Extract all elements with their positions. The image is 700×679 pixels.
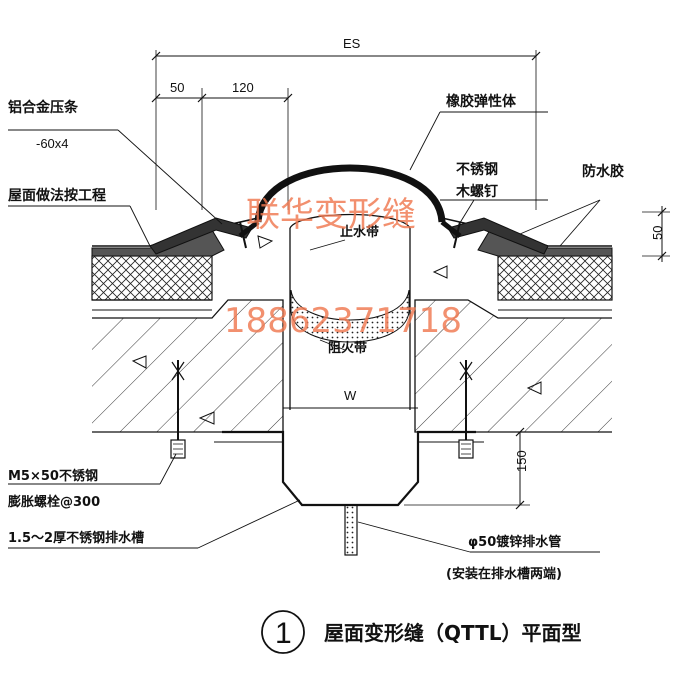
dimension-es: ES bbox=[343, 36, 361, 51]
concrete-symbols bbox=[131, 235, 542, 425]
dimension-50-top: 50 bbox=[170, 80, 184, 95]
label-drain-pipe: φ50镀锌排水管 bbox=[468, 534, 561, 550]
dimension-120: 120 bbox=[232, 80, 254, 95]
rubber-elastomer bbox=[238, 164, 462, 238]
label-wood-screw: 木螺钉 bbox=[455, 183, 498, 200]
expansion-bolt-right bbox=[458, 360, 474, 459]
aluminum-pressing-strip-right bbox=[447, 217, 549, 255]
fire-barrier-belt bbox=[290, 289, 410, 343]
drawing-title: 1 屋面变形缝（QTTL）平面型 bbox=[261, 610, 582, 654]
title-number: 1 bbox=[275, 617, 292, 650]
expansion-bolt-left bbox=[170, 360, 186, 459]
right-insulation-layer bbox=[497, 255, 613, 311]
title-text: 屋面变形缝（QTTL）平面型 bbox=[324, 621, 582, 645]
watermark-phone: 18862371718 bbox=[224, 301, 462, 341]
dimension-w: W bbox=[344, 388, 357, 403]
label-waterstop-belt: 止水带 bbox=[340, 224, 379, 240]
label-roof-method: 屋面做法按工程 bbox=[8, 187, 106, 204]
leader-lines bbox=[8, 111, 601, 553]
label-rubber-elastomer: 橡胶弹性体 bbox=[446, 93, 517, 110]
left-insulation-layer bbox=[91, 255, 213, 311]
label-stainless-steel: 不锈钢 bbox=[456, 161, 498, 178]
label-drain-trough: 1.5～2厚不锈钢排水槽 bbox=[8, 530, 144, 546]
watermark-company: 联华变形缝 bbox=[246, 195, 416, 235]
label-waterproof-glue: 防水胶 bbox=[582, 163, 624, 180]
dimension-150: 150 bbox=[514, 450, 529, 472]
label-drain-pipe-note: (安装在排水槽两端) bbox=[446, 566, 562, 582]
title-number-circle bbox=[261, 610, 305, 654]
label-aluminum-strip-spec: -60x4 bbox=[36, 136, 69, 151]
galvanized-drain-pipe bbox=[344, 504, 358, 556]
watermark: 联华变形缝 18862371718 bbox=[224, 195, 462, 341]
stainless-drain-trough bbox=[214, 430, 484, 507]
label-aluminum-strip: 铝合金压条 bbox=[8, 99, 79, 116]
waterstop-belt bbox=[289, 213, 411, 410]
label-bolt-line2: 膨胀螺栓@300 bbox=[7, 494, 100, 510]
label-fire-belt: 阻火带 bbox=[328, 340, 367, 356]
dimension-lines bbox=[151, 50, 670, 510]
dimension-50-right: 50 bbox=[650, 226, 665, 240]
label-bolt-line1: M5×50不锈钢 bbox=[8, 468, 98, 484]
